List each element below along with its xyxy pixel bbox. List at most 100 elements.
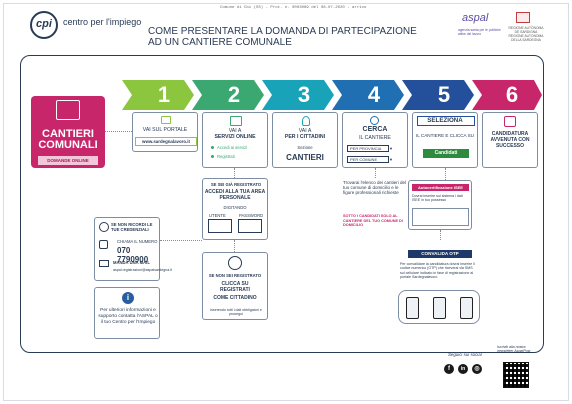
candidati-button[interactable]: Candidati [423, 149, 469, 158]
main-tag: DOMANDE ONLINE [38, 156, 98, 165]
phone-icon [406, 297, 419, 319]
info-icon: i [122, 292, 134, 304]
qr-code[interactable] [503, 362, 529, 388]
step-number-3: 3 [297, 82, 311, 107]
not-registered-card: SE NON SEI REGISTRATO CLICCA SU REGISTRA… [202, 252, 268, 320]
step-2-label-a: VAI A [228, 128, 242, 134]
thumbs-up-icon [504, 116, 516, 127]
option-accedi[interactable]: Accedi ai servizi [217, 145, 248, 150]
section-label: Sezione [297, 145, 313, 150]
connector [105, 131, 132, 132]
connector [160, 240, 202, 241]
search-icon [370, 116, 379, 125]
otp-text: Per convalidare la candidatura dovrai in… [400, 262, 475, 279]
step-4-title: CERCA [362, 126, 388, 133]
auth-title: Autocertificazione ISEE [412, 184, 469, 191]
phone-icon [460, 297, 473, 319]
credentials-title: SE NON RICORDI LE TUE CREDENZIALI [111, 222, 153, 232]
phones-panel [398, 290, 480, 324]
step-2-label-b: SERVIZI ONLINE [214, 134, 256, 140]
instagram-icon[interactable]: ◎ [472, 364, 482, 374]
add-user-icon [228, 256, 242, 270]
success-message: CANDIDATURA AVVENUTA CON SUCCESSO [490, 131, 530, 149]
step-number-1: 1 [157, 82, 171, 107]
select-row [417, 116, 475, 126]
chevron-down-icon: ▼ [389, 157, 393, 162]
step-5-title: SELEZIONA [427, 117, 463, 124]
linkedin-icon[interactable]: in [458, 364, 468, 374]
not-registered-label: SE NON SEI REGISTRATO [208, 273, 262, 278]
convalida-otp-button[interactable]: CONVALIDA OTP [408, 250, 472, 258]
step-4-card: CERCA IL CANTIERE PER PROVINCIA PER COMU… [342, 112, 408, 168]
phone-icon [433, 297, 446, 319]
info-card: i Per ulteriori informazioni e supporto … [94, 287, 160, 339]
search-note: Trovarai l'elenco dei cantieri del tuo c… [343, 180, 406, 195]
password-label: PASSWORD [239, 213, 264, 218]
option-registrati[interactable]: Registrati [217, 154, 235, 159]
connector [234, 240, 235, 252]
step-5-sub: IL CANTIERE E CLICCA SU [415, 133, 475, 138]
step-number-6: 6 [505, 82, 519, 107]
step-1-card: VAI SUL PORTALE www.sardegnalavoro.it [132, 112, 198, 152]
cpi-logo-icon [30, 11, 58, 39]
connector [234, 168, 235, 178]
phone-number[interactable]: 070 7790900 [117, 246, 149, 264]
province-select[interactable]: PER PROVINCIA [347, 145, 389, 152]
info-text: Per ulteriori informazioni e supporto co… [98, 308, 158, 325]
arrow-6 [472, 80, 542, 110]
step-3-label-a: VAI A [298, 128, 312, 134]
follow-label: Seguici sui social [448, 352, 482, 357]
computer-icon [56, 100, 80, 120]
step-number-4: 4 [367, 82, 381, 107]
steps-band [122, 80, 542, 110]
newsletter-label: Iscriviti alla nostra newsletter AspalPo… [497, 345, 531, 354]
auth-card: Autocertificazione ISEE Dovrai inserire … [408, 180, 472, 230]
bullet-icon [211, 155, 214, 158]
registrati-action[interactable]: CLICCA SU REGISTRATI [220, 281, 250, 293]
portal-link[interactable]: www.sardegnalavoro.it [135, 137, 197, 146]
user-field[interactable] [208, 219, 232, 233]
search-warning: SOTTO I CANDIDATI SOLO AL CANTIERE DEL T… [343, 214, 403, 227]
arrow-2 [192, 80, 264, 110]
help-icon [99, 222, 109, 232]
comune-select[interactable]: PER COMUNE [347, 156, 389, 163]
section-cantieri[interactable]: CANTIERI [286, 153, 324, 162]
password-field[interactable] [238, 219, 262, 233]
arrow-1 [122, 80, 194, 110]
auth-form[interactable] [412, 208, 469, 226]
come-cittadino: COME CITTADINO [213, 295, 257, 301]
aspal-logo: aspal [462, 12, 489, 24]
facebook-icon[interactable]: f [444, 364, 454, 374]
call-label: CHIAMA IL NUMERO [117, 239, 158, 244]
aspal-subtitle: agenzia sarda per le politiche attive de… [458, 28, 501, 36]
laptop-icon [230, 116, 242, 126]
step-5-card: SELEZIONA IL CANTIERE E CLICCA SU Candid… [412, 112, 478, 168]
chevron-down-icon: ▼ [389, 146, 393, 151]
connector [445, 168, 446, 180]
step-1-label: VAI SUL PORTALE [142, 127, 188, 133]
step-3-card: VAI A PER I CITTADINI Sezione CANTIERI [272, 112, 338, 168]
page-title: COME PRESENTARE LA DOMANDA DI PARTECIPAZ… [148, 26, 417, 48]
brand-name: centro per l'impiego [63, 17, 142, 27]
arrow-5 [402, 80, 474, 110]
protocol-stamp: Comune di Cbi (SS) - Prot. n. 0003089 de… [220, 6, 367, 10]
cursor-icon [161, 116, 171, 124]
person-icon [302, 116, 310, 126]
step-2-card: VAI A SERVIZI ONLINE Accedi ai servizi R… [202, 112, 268, 168]
bullet-icon [211, 146, 214, 149]
step-6-card: CANDIDATURA AVVENUTA CON SUCCESSO [482, 112, 538, 168]
mail-address[interactable]: aspal.registrazioni@aspalsardegna.it [113, 268, 172, 272]
registered-action: ACCEDI ALLA TUA AREA PERSONALE [204, 189, 266, 201]
region-crest-icon [516, 12, 530, 23]
user-label: UTENTE [209, 213, 226, 218]
arrow-4 [332, 80, 404, 110]
step-4-sub: IL CANTIERE [359, 135, 391, 141]
cpi-logo-text: cpi [36, 18, 52, 30]
registered-label: SE SEI GIÀ REGISTRATO [210, 182, 262, 187]
mail-label: MANDA UNA MAIL [113, 260, 150, 265]
credentials-card: SE NON RICORDI LE TUE CREDENZIALI CHIAMA… [94, 217, 172, 281]
mail-icon [99, 260, 109, 267]
registered-card: SE SEI GIÀ REGISTRATO ACCEDI ALLA TUA AR… [202, 178, 268, 240]
step-number-2: 2 [227, 82, 241, 107]
connector [440, 230, 441, 240]
